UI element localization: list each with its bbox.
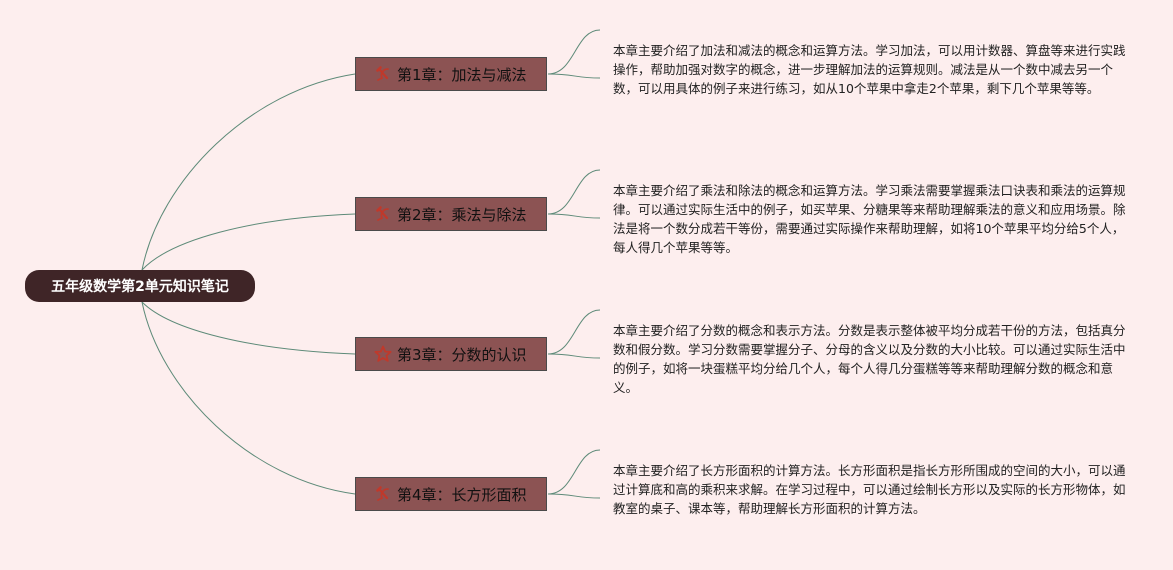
connector-line xyxy=(547,449,601,495)
chapter-1-topic[interactable]: 第1章：加法与减法 xyxy=(355,57,547,91)
connector-line xyxy=(141,73,356,271)
chapter-2-note: 本章主要介绍了乘法和除法的概念和运算方法。学习乘法需要掌握乘法口诀表和乘法的运算… xyxy=(613,183,1126,255)
connector-line xyxy=(547,73,601,79)
chapter-2-topic[interactable]: 第2章：乘法与除法 xyxy=(355,197,547,231)
hammer-sickle-icon xyxy=(376,66,389,81)
chapter-4-topic[interactable]: 第4章：长方形面积 xyxy=(355,477,547,511)
connector-line xyxy=(547,493,601,499)
chapter-4-label: 第4章：长方形面积 xyxy=(397,485,527,504)
connector-line xyxy=(547,309,601,355)
connector-line xyxy=(547,213,601,219)
star-icon xyxy=(374,345,392,362)
connector-line xyxy=(141,213,356,271)
chapter-2-label: 第2章：乘法与除法 xyxy=(397,205,527,224)
connector-line xyxy=(141,301,356,355)
chapter-1-label: 第1章：加法与减法 xyxy=(397,65,527,84)
connector-line xyxy=(141,301,356,495)
hammer-sickle-icon xyxy=(376,206,389,221)
root-topic[interactable]: 五年级数学第2单元知识笔记 xyxy=(25,270,255,302)
chapter-3-topic[interactable]: 第3章：分数的认识 xyxy=(355,337,547,371)
connector-line xyxy=(547,169,601,215)
chapter-3-label: 第3章：分数的认识 xyxy=(397,345,527,364)
connector-line xyxy=(547,353,601,359)
hammer-sickle-icon xyxy=(376,486,389,501)
root-topic-label: 五年级数学第2单元知识笔记 xyxy=(51,279,229,295)
connector-line xyxy=(547,29,601,75)
chapter-3-note: 本章主要介绍了分数的概念和表示方法。分数是表示整体被平均分成若干份的方法，包括真… xyxy=(613,323,1126,395)
chapter-4-note: 本章主要介绍了长方形面积的计算方法。长方形面积是指长方形所围成的空间的大小，可以… xyxy=(613,463,1126,516)
chapter-1-note: 本章主要介绍了加法和减法的概念和运算方法。学习加法，可以用计数器、算盘等来进行实… xyxy=(613,43,1126,96)
